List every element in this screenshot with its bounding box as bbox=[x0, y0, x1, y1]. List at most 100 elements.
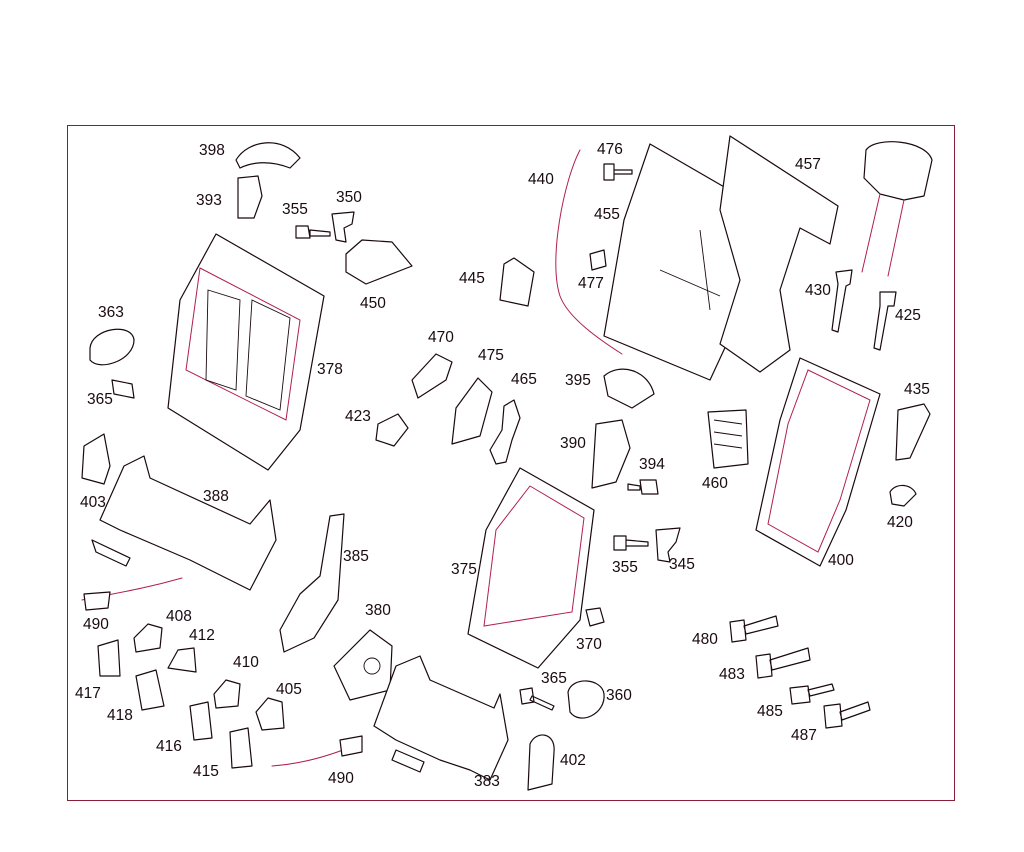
callout-465: 465 bbox=[511, 371, 537, 388]
callout-380: 380 bbox=[365, 602, 391, 619]
part-440-cable bbox=[555, 149, 623, 355]
callout-365: 365 bbox=[87, 391, 113, 408]
callout-483: 483 bbox=[719, 666, 745, 683]
part-460-pad bbox=[707, 409, 749, 469]
part-388-seat-frame bbox=[99, 455, 277, 591]
callout-430: 430 bbox=[805, 282, 831, 299]
part-445-panel bbox=[499, 257, 535, 307]
part-370-bolt bbox=[585, 607, 605, 627]
part-383-seat-frame bbox=[373, 655, 509, 781]
callout-435: 435 bbox=[904, 381, 930, 398]
part-477-clip bbox=[589, 249, 607, 271]
part-395-cover bbox=[603, 368, 655, 409]
part-headrest bbox=[863, 141, 933, 201]
part-355-bolt-upper bbox=[295, 225, 331, 239]
part-375-backrest-frame-right bbox=[467, 467, 595, 669]
callout-395: 395 bbox=[565, 372, 591, 389]
part-365-bolt-left bbox=[111, 379, 135, 399]
callout-485: 485 bbox=[757, 703, 783, 720]
callout-490: 490 bbox=[83, 616, 109, 633]
callout-390: 390 bbox=[560, 435, 586, 452]
callout-423: 423 bbox=[345, 408, 371, 425]
callout-440: 440 bbox=[528, 171, 554, 188]
callout-477: 477 bbox=[578, 275, 604, 292]
part-423-knob bbox=[375, 413, 409, 447]
part-483-bolt bbox=[755, 647, 811, 679]
callout-480: 480 bbox=[692, 631, 718, 648]
callout-455: 455 bbox=[594, 206, 620, 223]
callout-412: 412 bbox=[189, 627, 215, 644]
callout-417: 417 bbox=[75, 685, 101, 702]
part-412-part bbox=[167, 647, 197, 673]
part-355-bolt-right bbox=[613, 535, 649, 551]
callout-402: 402 bbox=[560, 752, 586, 769]
callout-416: 416 bbox=[156, 738, 182, 755]
callout-360: 360 bbox=[606, 687, 632, 704]
part-385-rail bbox=[279, 513, 345, 653]
part-408-part bbox=[133, 623, 163, 653]
part-402-panel bbox=[527, 734, 555, 791]
part-465-lever bbox=[489, 399, 521, 465]
callout-375: 375 bbox=[451, 561, 477, 578]
callout-363: 363 bbox=[98, 304, 124, 321]
callout-378: 378 bbox=[317, 361, 343, 378]
callout-388: 388 bbox=[203, 488, 229, 505]
part-487-bolt bbox=[823, 701, 871, 729]
part-400-backrest-cover bbox=[755, 357, 881, 567]
callout-393: 393 bbox=[196, 192, 222, 209]
callout-394: 394 bbox=[639, 456, 665, 473]
part-485-bolt bbox=[789, 683, 835, 705]
part-475-plate bbox=[451, 377, 493, 445]
part-470-bracket bbox=[411, 353, 453, 399]
callout-355: 355 bbox=[612, 559, 638, 576]
part-417-cover bbox=[97, 639, 121, 677]
part-480-bolt bbox=[729, 615, 779, 643]
callout-425: 425 bbox=[895, 307, 921, 324]
part-418-cover bbox=[135, 669, 165, 711]
part-398-cover bbox=[235, 142, 301, 169]
callout-405: 405 bbox=[276, 681, 302, 698]
part-378-backrest-frame-left bbox=[167, 233, 325, 471]
callout-410: 410 bbox=[233, 654, 259, 671]
callout-490: 490 bbox=[328, 770, 354, 787]
part-476-screw bbox=[603, 163, 633, 181]
callout-385: 385 bbox=[343, 548, 369, 565]
callout-345: 345 bbox=[669, 556, 695, 573]
part-390-lock bbox=[591, 419, 631, 489]
part-450-cover bbox=[345, 239, 413, 285]
part-345-clip bbox=[655, 527, 681, 563]
part-393-bracket bbox=[237, 175, 263, 219]
callout-460: 460 bbox=[702, 475, 728, 492]
part-394-bolt bbox=[627, 479, 659, 495]
callout-365: 365 bbox=[541, 670, 567, 687]
callout-418: 418 bbox=[107, 707, 133, 724]
part-430-pin bbox=[831, 269, 853, 333]
callout-400: 400 bbox=[828, 552, 854, 569]
part-425-pin bbox=[873, 291, 897, 351]
callout-476: 476 bbox=[597, 141, 623, 158]
part-403-plate bbox=[81, 433, 111, 485]
callout-350: 350 bbox=[336, 189, 362, 206]
part-350-clip bbox=[331, 211, 355, 243]
part-405-part bbox=[255, 697, 285, 731]
diagram-frame bbox=[67, 125, 955, 801]
part-365-bolt-right bbox=[519, 687, 555, 711]
part-420-knob bbox=[889, 484, 917, 507]
part-410-part bbox=[213, 679, 241, 709]
part-435-bezel bbox=[895, 403, 931, 461]
part-415-cover bbox=[229, 727, 253, 769]
callout-457: 457 bbox=[795, 156, 821, 173]
part-380-bracket bbox=[333, 629, 393, 701]
part-363-plate bbox=[89, 328, 135, 366]
callout-383: 383 bbox=[474, 773, 500, 790]
callout-445: 445 bbox=[459, 270, 485, 287]
callout-355: 355 bbox=[282, 201, 308, 218]
callout-450: 450 bbox=[360, 295, 386, 312]
callout-420: 420 bbox=[887, 514, 913, 531]
callout-403: 403 bbox=[80, 494, 106, 511]
callout-470: 470 bbox=[428, 329, 454, 346]
callout-475: 475 bbox=[478, 347, 504, 364]
callout-370: 370 bbox=[576, 636, 602, 653]
callout-398: 398 bbox=[199, 142, 225, 159]
